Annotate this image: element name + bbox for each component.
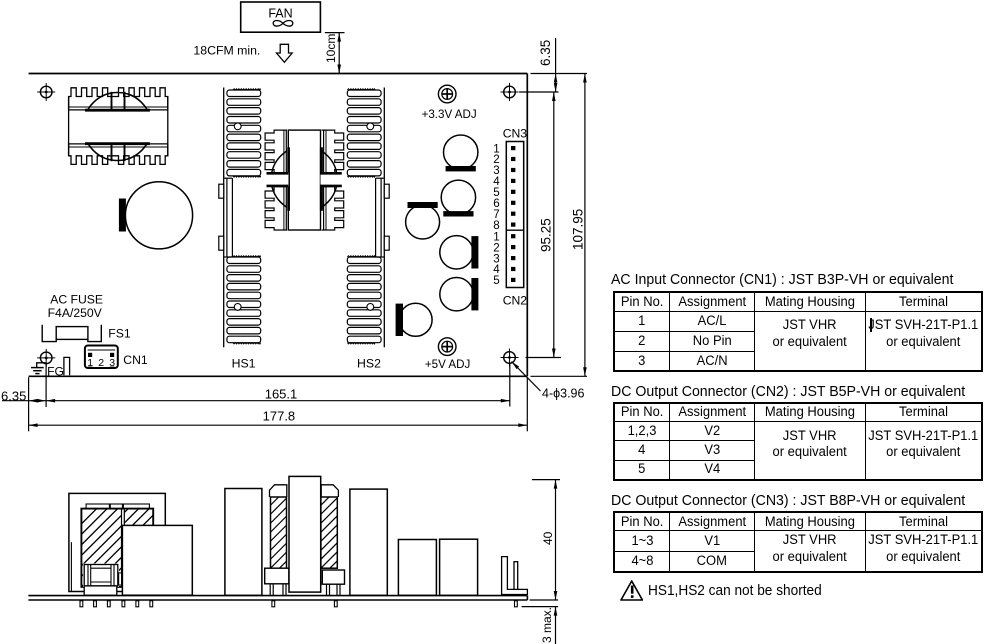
svg-text:40: 40 [541, 531, 555, 545]
svg-text:6: 6 [493, 197, 499, 210]
svg-text:177.8: 177.8 [263, 408, 296, 423]
svg-text:+3.3V ADJ: +3.3V ADJ [422, 108, 477, 121]
svg-text:CN2: CN2 [503, 293, 528, 307]
svg-text:5: 5 [493, 274, 499, 287]
svg-text:95.25: 95.25 [539, 218, 554, 252]
svg-text:107.95: 107.95 [571, 209, 586, 250]
svg-text:3: 3 [109, 357, 115, 369]
svg-text:3: 3 [493, 252, 499, 265]
svg-text:6.35: 6.35 [538, 40, 553, 66]
svg-text:8: 8 [493, 219, 499, 232]
svg-text:FS1: FS1 [108, 327, 131, 341]
svg-text:2: 2 [493, 153, 499, 166]
svg-text:F4A/250V: F4A/250V [48, 306, 103, 320]
svg-text:AC FUSE: AC FUSE [50, 293, 103, 307]
svg-text:165.1: 165.1 [265, 387, 298, 402]
svg-text:18CFM min.: 18CFM min. [193, 44, 260, 58]
svg-text:4-ϕ3.96: 4-ϕ3.96 [542, 387, 584, 401]
svg-text:4: 4 [493, 263, 500, 276]
svg-text:2: 2 [493, 241, 499, 254]
svg-text:HS1: HS1 [232, 357, 256, 371]
svg-text:4: 4 [493, 175, 500, 188]
svg-text:5: 5 [493, 186, 499, 199]
svg-text:6.35: 6.35 [1, 388, 26, 403]
svg-text:FG: FG [47, 365, 64, 379]
svg-text:CN3: CN3 [503, 126, 528, 140]
svg-text:7: 7 [493, 208, 499, 221]
svg-text:1: 1 [87, 357, 93, 369]
svg-text:3 max.: 3 max. [540, 607, 554, 643]
svg-text:1: 1 [493, 230, 499, 243]
svg-text:+5V ADJ: +5V ADJ [425, 358, 470, 371]
svg-text:FAN: FAN [268, 7, 292, 21]
svg-text:HS2: HS2 [357, 357, 381, 371]
svg-text:2: 2 [98, 357, 104, 369]
svg-text:CN1: CN1 [123, 353, 148, 367]
svg-text:3: 3 [493, 164, 499, 177]
svg-text:1: 1 [493, 142, 499, 155]
svg-text:10cm: 10cm [324, 34, 338, 63]
